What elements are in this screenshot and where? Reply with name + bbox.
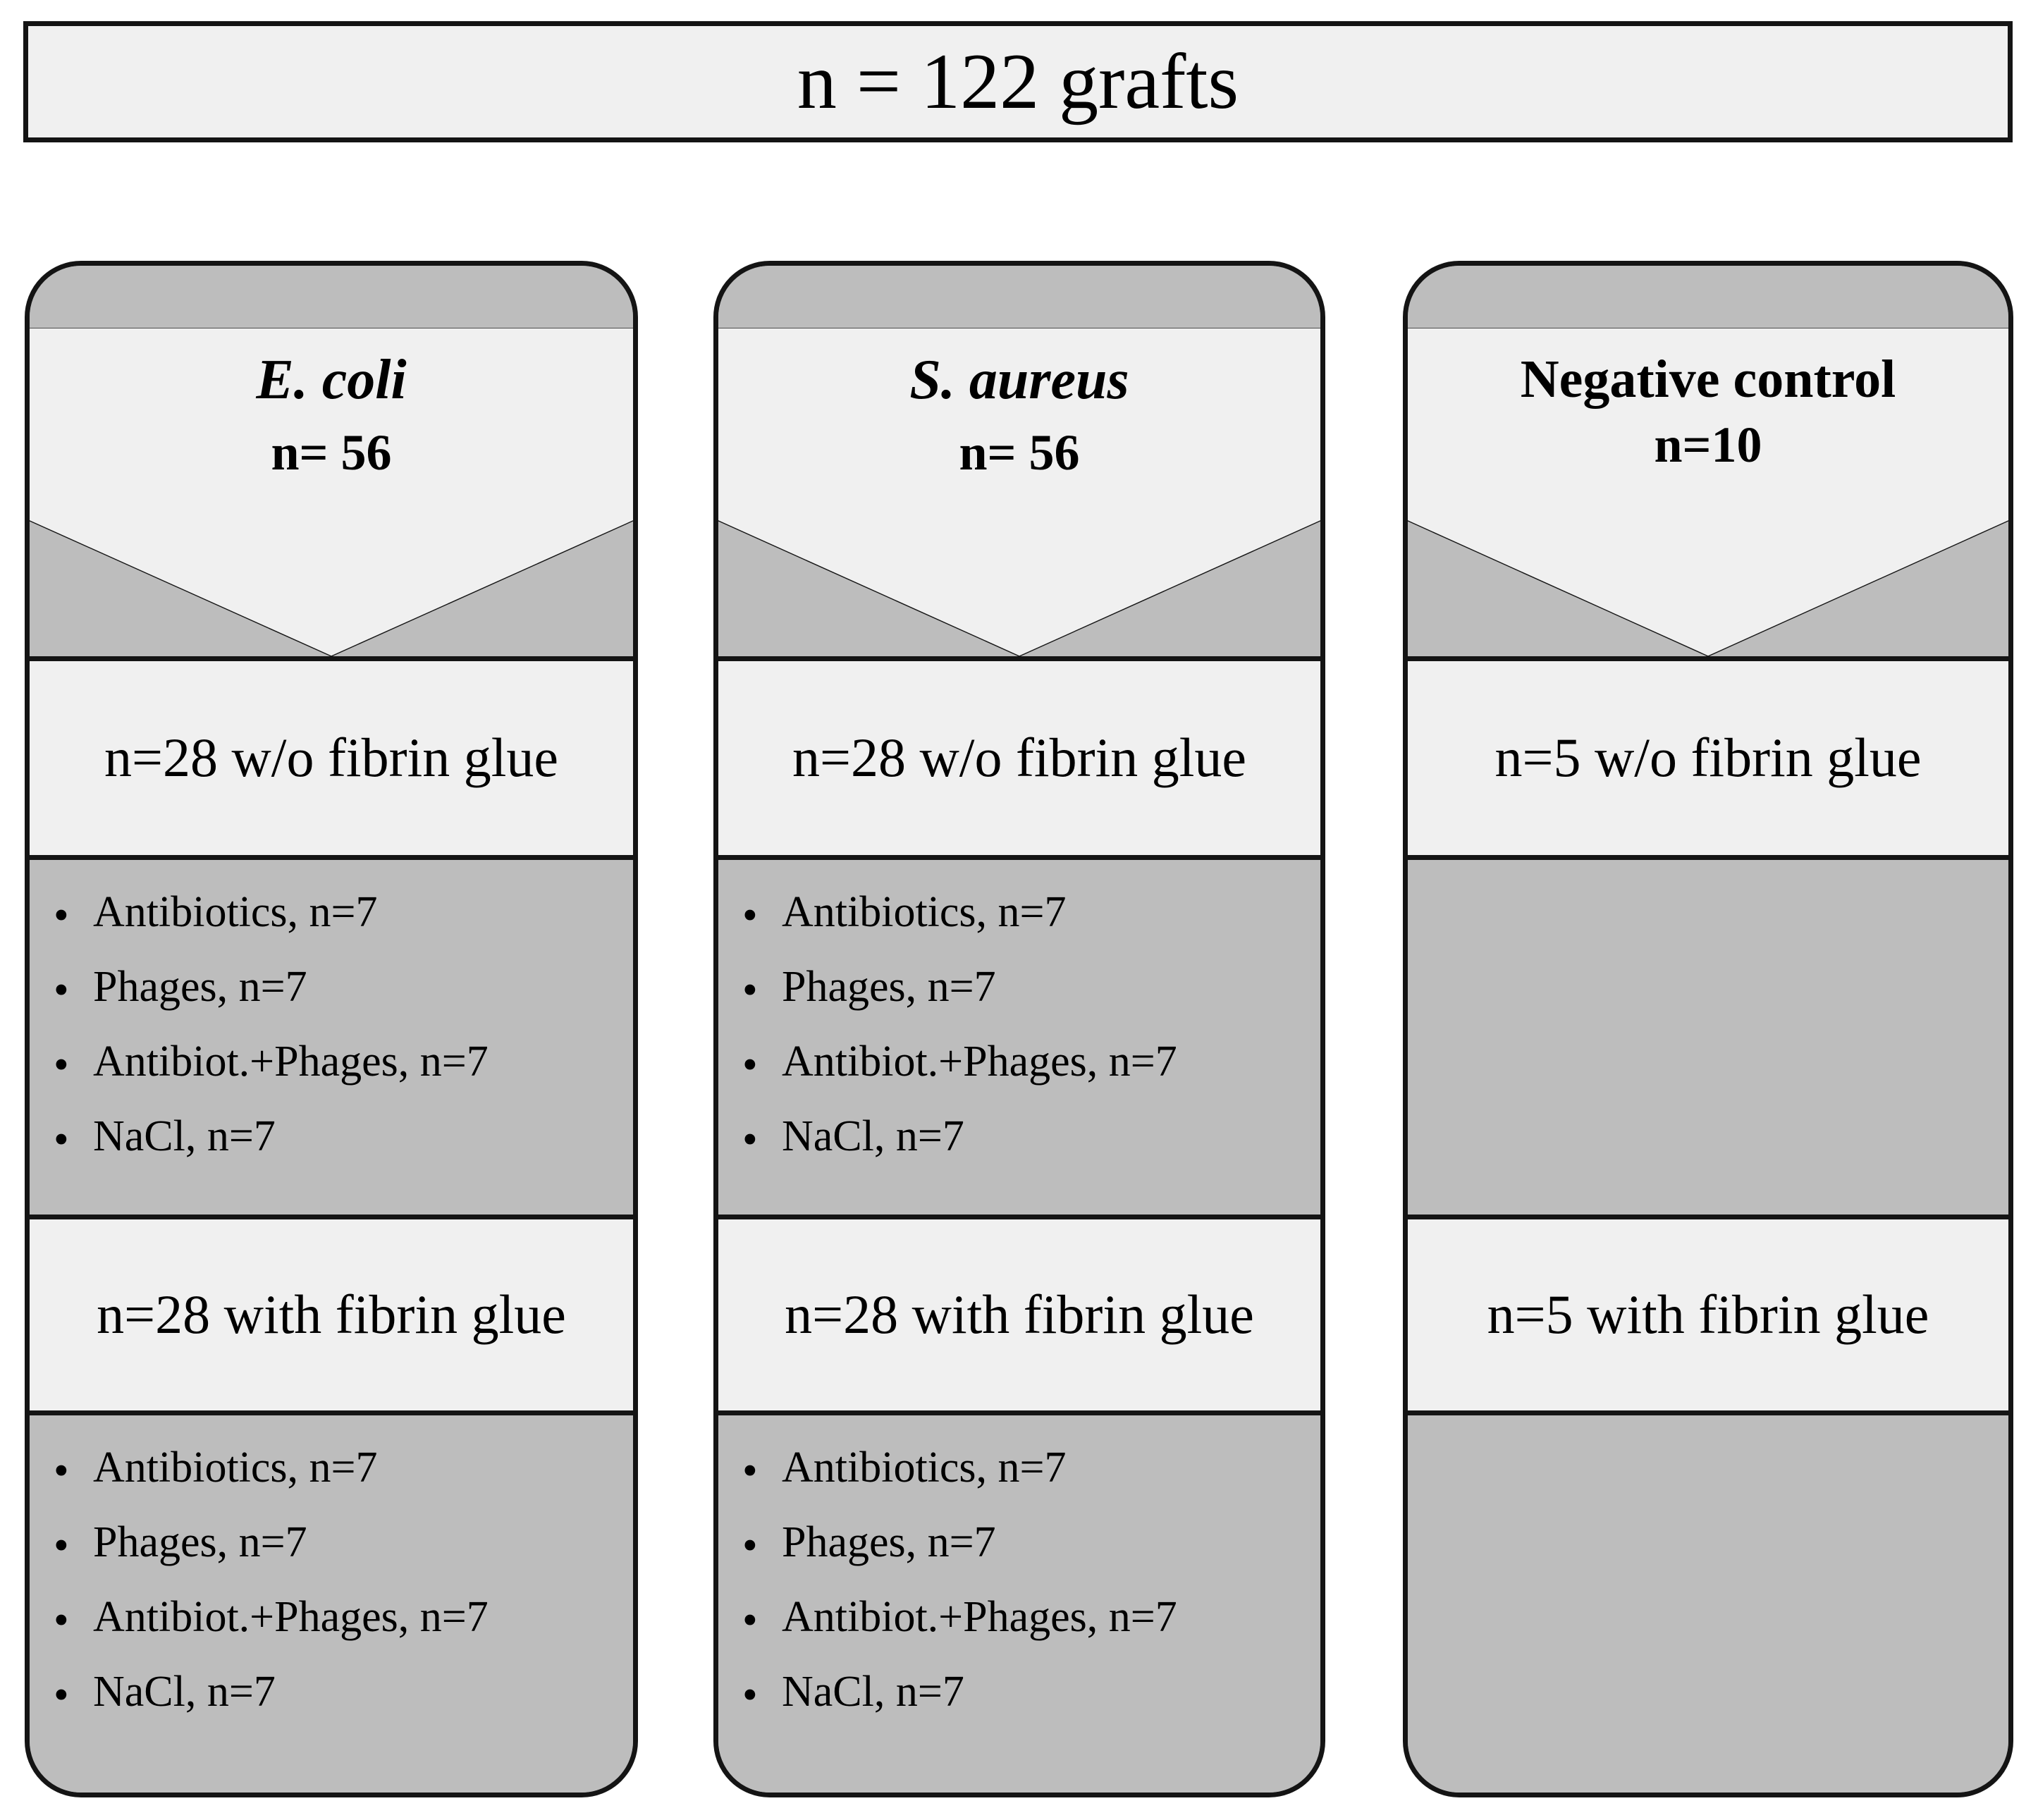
treatment-label: NaCl, n=7 [93, 1112, 276, 1160]
bullet-icon: • [742, 1522, 758, 1570]
group-header-text-s-aureus: S. aureus n= 56 [718, 349, 1320, 483]
subgroup-with-glue-e-coli: n=28 with fibrin glue [30, 1219, 633, 1415]
group-card-s-aureus: S. aureus n= 56 n=28 w/o fibrin glue • A… [713, 261, 1325, 1797]
organism-name: E. coli [256, 349, 407, 411]
organism-count: n=10 [1654, 416, 1762, 473]
bullet-icon: • [742, 1597, 758, 1644]
treatment-list-without-glue-e-coli: • Antibiotics, n=7 • Phages, n=7 • Antib… [30, 860, 633, 1219]
list-item: • Antibiot.+Phages, n=7 [742, 1594, 1302, 1642]
group-header-s-aureus: S. aureus n= 56 [718, 266, 1320, 661]
list-item: • NaCl, n=7 [742, 1668, 1302, 1719]
bullet-icon: • [54, 1597, 69, 1644]
treatment-list-without-glue-negative-control [1408, 860, 2008, 1219]
bullet-icon: • [54, 966, 69, 1014]
treatment-label: Phages, n=7 [93, 1518, 307, 1566]
treatment-label: Antibiotics, n=7 [93, 888, 378, 936]
treatment-label: Phages, n=7 [782, 1518, 996, 1566]
list-item: • Antibiotics, n=7 [742, 1444, 1302, 1495]
group-card-negative-control: Negative control n=10 n=5 w/o fibrin glu… [1403, 261, 2013, 1797]
group-header-e-coli: E. coli n= 56 [30, 266, 633, 661]
bullet-icon: • [742, 1447, 758, 1495]
subgroup-with-glue-s-aureus: n=28 with fibrin glue [718, 1219, 1320, 1415]
treatment-label: Antibiotics, n=7 [782, 1444, 1067, 1492]
subgroup-label: n=5 with fibrin glue [1487, 1284, 1929, 1346]
treatment-label: Antibiot.+Phages, n=7 [93, 1038, 489, 1086]
subgroup-label: n=28 w/o fibrin glue [104, 727, 559, 789]
group-header-negative-control: Negative control n=10 [1408, 266, 2008, 661]
treatment-label: Phages, n=7 [93, 963, 307, 1011]
subgroup-label: n=28 with fibrin glue [97, 1284, 566, 1346]
subgroup-with-glue-negative-control: n=5 with fibrin glue [1408, 1219, 2008, 1415]
treatment-list-without-glue-s-aureus: • Antibiotics, n=7 • Phages, n=7 • Antib… [718, 860, 1320, 1219]
bullet-icon: • [742, 1041, 758, 1089]
list-item: • NaCl, n=7 [54, 1668, 615, 1719]
treatment-list-with-glue-e-coli: • Antibiotics, n=7 • Phages, n=7 • Antib… [30, 1415, 633, 1793]
list-item: • Antibiot.+Phages, n=7 [54, 1594, 615, 1642]
organism-count: n= 56 [959, 424, 1080, 481]
list-item: • Phages, n=7 [742, 1518, 1302, 1570]
bullet-icon: • [742, 1116, 758, 1164]
treatment-label: Antibiot.+Phages, n=7 [782, 1038, 1177, 1086]
list-item: • Antibiotics, n=7 [54, 888, 615, 940]
subgroup-without-glue-s-aureus: n=28 w/o fibrin glue [718, 661, 1320, 860]
treatment-label: NaCl, n=7 [93, 1668, 276, 1716]
list-item: • Antibiotics, n=7 [54, 1444, 615, 1495]
bullet-icon: • [54, 1116, 69, 1164]
treatment-list-with-glue-negative-control [1408, 1415, 2008, 1793]
organism-name: Negative control [1520, 350, 1896, 409]
bullet-icon: • [742, 966, 758, 1014]
bullet-icon: • [54, 1522, 69, 1570]
subgroup-label: n=28 with fibrin glue [785, 1284, 1254, 1346]
subgroup-label: n=5 w/o fibrin glue [1494, 727, 1922, 789]
total-grafts-banner: n = 122 grafts [23, 21, 2013, 142]
treatment-label: NaCl, n=7 [782, 1112, 964, 1160]
bullet-icon: • [742, 892, 758, 940]
bullet-icon: • [742, 1671, 758, 1719]
group-card-e-coli: E. coli n= 56 n=28 w/o fibrin glue • Ant… [25, 261, 638, 1797]
list-item: • Phages, n=7 [54, 1518, 615, 1570]
treatment-label: NaCl, n=7 [782, 1668, 964, 1716]
bullet-icon: • [54, 1447, 69, 1495]
group-header-text-negative-control: Negative control n=10 [1408, 349, 2008, 475]
list-item: • Antibiot.+Phages, n=7 [54, 1038, 615, 1089]
chevron-down-shape [1408, 328, 2008, 656]
list-item: • Phages, n=7 [54, 964, 615, 1012]
list-item: • Antibiotics, n=7 [742, 888, 1302, 940]
organism-count: n= 56 [271, 424, 392, 481]
treatment-label: Phages, n=7 [782, 963, 996, 1011]
subgroup-label: n=28 w/o fibrin glue [792, 727, 1247, 789]
organism-name: S. aureus [909, 349, 1129, 411]
chevron-down-shape [718, 328, 1320, 656]
bullet-icon: • [54, 1041, 69, 1089]
list-item: • NaCl, n=7 [54, 1112, 615, 1164]
list-item: • Phages, n=7 [742, 964, 1302, 1012]
subgroup-without-glue-negative-control: n=5 w/o fibrin glue [1408, 661, 2008, 860]
treatment-list-with-glue-s-aureus: • Antibiotics, n=7 • Phages, n=7 • Antib… [718, 1415, 1320, 1793]
subgroup-without-glue-e-coli: n=28 w/o fibrin glue [30, 661, 633, 860]
treatment-label: Antibiot.+Phages, n=7 [782, 1593, 1177, 1641]
list-item: • NaCl, n=7 [742, 1112, 1302, 1164]
group-header-text-e-coli: E. coli n= 56 [30, 349, 633, 483]
bullet-icon: • [54, 1671, 69, 1719]
total-grafts-label: n = 122 grafts [797, 38, 1239, 125]
list-item: • Antibiot.+Phages, n=7 [742, 1038, 1302, 1089]
treatment-label: Antibiotics, n=7 [93, 1444, 378, 1492]
chevron-down-shape [30, 328, 633, 656]
treatment-label: Antibiotics, n=7 [782, 888, 1067, 936]
bullet-icon: • [54, 892, 69, 940]
treatment-label: Antibiot.+Phages, n=7 [93, 1593, 489, 1641]
